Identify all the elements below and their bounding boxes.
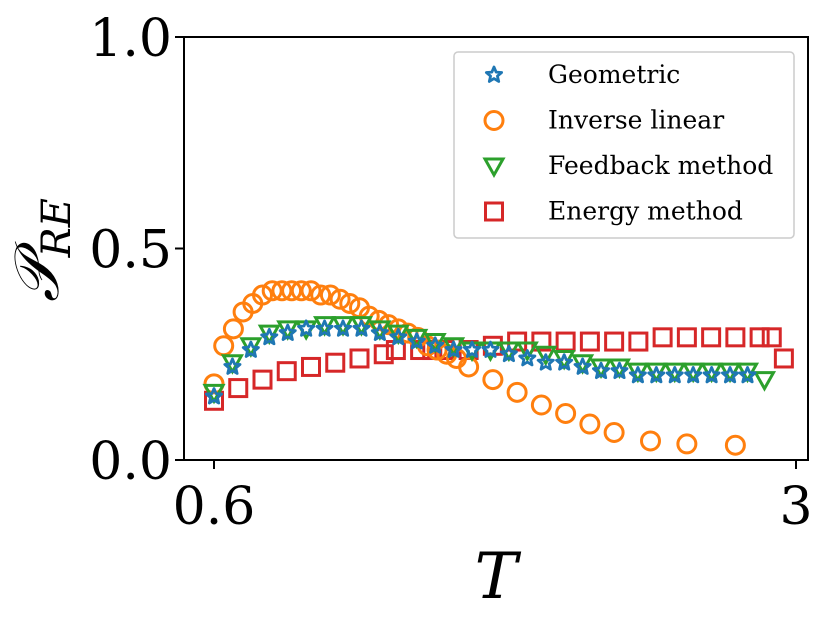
data-point — [228, 378, 249, 399]
data-point — [579, 331, 600, 352]
data-point — [260, 327, 279, 346]
data-point — [701, 327, 722, 348]
data-point — [339, 292, 361, 314]
legend-entry: Geometric — [484, 60, 680, 89]
data-point — [724, 434, 746, 456]
data-point — [676, 327, 697, 348]
data-point — [315, 319, 334, 337]
data-point — [252, 284, 273, 306]
data-point — [536, 353, 555, 371]
y-axis-label-subscript: RE — [34, 198, 80, 258]
data-point — [276, 361, 297, 382]
data-point — [676, 433, 698, 455]
y-tick-label: 0.0 — [89, 432, 172, 492]
data-point — [463, 340, 482, 358]
data-point — [534, 345, 558, 367]
legend-label: Feedback method — [548, 151, 773, 180]
data-point — [325, 352, 346, 373]
data-point — [310, 284, 332, 306]
data-point — [592, 361, 611, 380]
legend-label: Inverse linear — [548, 106, 724, 135]
data-point — [518, 349, 537, 367]
legend-marker — [484, 201, 504, 222]
data-point — [610, 361, 629, 380]
data-point — [603, 422, 625, 444]
x-axis-label: T — [475, 540, 522, 614]
data-point — [555, 353, 574, 371]
data-point — [252, 369, 273, 390]
data-point — [444, 340, 463, 358]
y-axis-label: 𝒫RE — [0, 198, 80, 302]
data-point — [555, 402, 577, 424]
data-point — [301, 356, 321, 377]
data-point — [352, 319, 371, 337]
data-point — [373, 344, 394, 365]
y-tick-label: 1.0 — [89, 9, 172, 69]
data-point — [579, 413, 601, 435]
data-point — [481, 340, 500, 358]
x-tick-label: 3 — [779, 477, 812, 537]
plot-marks — [202, 280, 794, 456]
data-point — [241, 340, 260, 358]
data-point — [389, 327, 408, 346]
data-point — [499, 344, 518, 363]
data-point — [604, 331, 625, 352]
data-point — [506, 381, 528, 403]
data-point — [349, 348, 370, 369]
data-point — [752, 371, 777, 392]
data-point — [319, 284, 341, 306]
data-point — [702, 366, 721, 384]
data-point — [628, 366, 647, 384]
data-point — [652, 327, 673, 348]
data-point — [297, 319, 316, 337]
data-point — [738, 366, 757, 384]
data-point — [640, 430, 661, 452]
data-point — [647, 366, 666, 384]
svg-text:𝒫RE: 𝒫RE — [0, 198, 80, 302]
data-point — [407, 332, 426, 350]
legend-box — [453, 51, 795, 239]
data-point — [573, 357, 592, 375]
data-point — [515, 341, 539, 363]
legend-entry: Energy method — [484, 197, 743, 226]
legend-label: Geometric — [548, 60, 680, 89]
data-point — [329, 288, 351, 310]
data-point — [290, 280, 312, 302]
data-point — [749, 327, 770, 348]
data-point — [334, 319, 353, 337]
data-point — [665, 366, 684, 384]
data-point — [530, 394, 552, 416]
data-point — [222, 318, 244, 340]
axis-ticks: 0.0 0.5 1.0 0.6 3 — [89, 9, 812, 537]
data-point — [773, 348, 794, 369]
data-point — [300, 280, 322, 302]
x-tick-label: 0.6 — [173, 477, 256, 537]
data-point — [761, 327, 782, 348]
legend-marker — [482, 157, 506, 179]
data-point — [482, 369, 504, 391]
data-point — [725, 327, 746, 348]
data-point — [628, 331, 649, 352]
y-tick-label: 0.5 — [89, 221, 172, 281]
legend-entry: Inverse linear — [483, 106, 724, 135]
data-point — [721, 366, 740, 384]
data-point — [684, 366, 703, 384]
series-geometric — [204, 319, 757, 405]
legend-marker — [483, 110, 505, 131]
data-point — [426, 336, 445, 354]
data-point — [204, 387, 224, 405]
data-point — [223, 357, 242, 375]
legend-label: Energy method — [548, 197, 743, 226]
legend-marker — [484, 65, 504, 83]
data-point — [370, 323, 389, 341]
data-point — [555, 331, 576, 352]
data-point — [213, 335, 235, 357]
data-point — [458, 356, 480, 378]
data-point — [278, 323, 297, 341]
legend-entry: Feedback method — [482, 151, 773, 180]
